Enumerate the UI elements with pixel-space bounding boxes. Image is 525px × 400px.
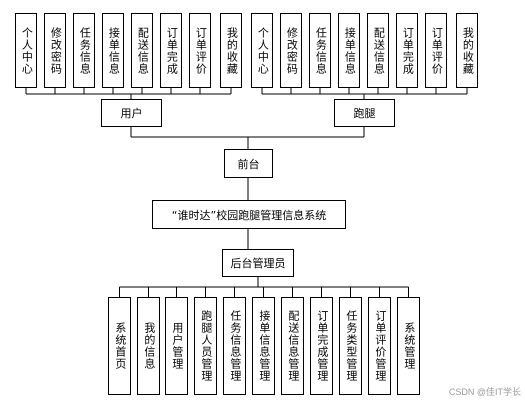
user-module-box-5: 配送信息	[131, 13, 153, 88]
watermark: CSDN @佳IT学长	[448, 387, 521, 397]
user-module-box-6: 订单完成	[160, 13, 182, 88]
runner-module-box-2: 修改密码	[280, 13, 302, 88]
runner-node: 跑腿	[334, 99, 395, 127]
admin-module-box-5: 任务信息管理	[223, 297, 246, 395]
admin-module-box-8: 订单完成管理	[310, 297, 333, 395]
runner-module-box-4: 接单信息	[338, 13, 360, 88]
runner-module-box-7: 订单评价	[425, 13, 447, 88]
user-module-box-1: 个人中心	[15, 13, 37, 88]
user-module-box-3: 任务信息	[73, 13, 95, 88]
user-module-box-8: 我的收藏	[220, 13, 242, 88]
user-module-box-4: 接单信息	[102, 13, 124, 88]
user-node: 用户	[101, 99, 162, 127]
admin-module-box-6: 接单信息管理	[252, 297, 275, 395]
runner-module-box-5: 配送信息	[367, 13, 389, 88]
admin-module-box-3: 用户管理	[165, 297, 188, 395]
user-module-box-7: 订单评价	[189, 13, 211, 88]
admin-module-box-10: 订单评价管理	[368, 297, 391, 395]
admin-module-box-7: 配送信息管理	[281, 297, 304, 395]
runner-module-box-1: 个人中心	[251, 13, 273, 88]
runner-module-box-6: 订单完成	[396, 13, 418, 88]
user-module-box-2: 修改密码	[44, 13, 66, 88]
admin-module-box-2: 我的信息	[137, 297, 160, 395]
admin-module-box-11: 系统管理	[397, 297, 420, 395]
admin-module-box-1: 系统首页	[108, 297, 131, 395]
admin-module-box-9: 任务类型管理	[339, 297, 362, 395]
portal-node: 前台	[224, 149, 273, 178]
admin-module-box-4: 跑腿人员管理	[194, 297, 217, 395]
runner-module-box-8: 我的收藏	[456, 13, 478, 88]
runner-module-box-3: 任务信息	[309, 13, 331, 88]
admin-node: 后台管理员	[222, 249, 294, 277]
system-title-node: “谁时达”校园跑腿管理信息系统	[152, 200, 346, 229]
